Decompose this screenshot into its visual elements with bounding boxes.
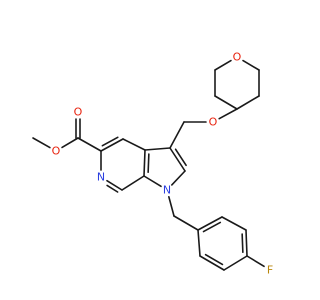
bond-O_ring-th3 <box>214 59 232 71</box>
bond-C4-C5 <box>100 138 124 152</box>
bond-CH2a-C3 <box>169 121 185 149</box>
bond-N_pyrrole-CH2b <box>168 195 175 217</box>
bond-C2-N_pyrrole <box>171 170 186 186</box>
atom-label-text: O <box>52 145 61 158</box>
bond-N_pyrrole-C7a <box>143 175 162 188</box>
bond-b6-b1 <box>197 216 223 231</box>
bond-b4-F <box>246 255 265 268</box>
atom-label-background <box>50 145 62 157</box>
bond-CH2b-b1 <box>173 215 199 231</box>
bond-N_pyridine-C7-second <box>106 184 119 193</box>
bond-C3-C2-second <box>174 148 187 167</box>
atom-label-background <box>231 51 243 63</box>
bond-b2-b3-second <box>204 253 224 266</box>
bond-C3a-C3 <box>144 147 171 151</box>
bond-b4-b5 <box>245 229 248 257</box>
molecule-drawing: O O O O N N F <box>32 50 276 277</box>
atom-label-text: O <box>209 116 218 129</box>
bond-C3-C2 <box>169 147 186 172</box>
bond-b6-b1-second <box>202 221 222 233</box>
atom-label-background <box>207 116 219 128</box>
structure-canvas: O O O O N N F <box>32 50 276 277</box>
bond-layer <box>32 59 265 271</box>
bond-C7a-C3a-second <box>147 153 150 174</box>
bond-b4-b5-second <box>241 233 244 254</box>
bond-b2-b3 <box>199 255 225 271</box>
atom-label-background <box>95 171 107 183</box>
atom-o-ether: O <box>207 116 219 129</box>
atom-n-pyrrole: N <box>161 184 173 197</box>
bond-C7-C7a <box>121 175 145 191</box>
atom-label-background <box>264 264 276 276</box>
bond-th2-th5 <box>236 95 260 110</box>
bond-Cco-O_ester <box>61 137 79 149</box>
bond-N_pyridine-C7 <box>106 179 123 191</box>
bond-C4-C5-second <box>101 136 119 147</box>
atom-o-ring: O <box>231 51 243 64</box>
bond-b5-b6 <box>221 216 247 231</box>
atom-label-text: O <box>233 51 242 64</box>
bond-C5-Cco <box>77 137 102 152</box>
bond-C7a-C3a <box>143 149 146 177</box>
atom-o-ester: O <box>50 145 62 158</box>
bond-b1-b2 <box>197 229 201 257</box>
atom-label-background <box>161 184 173 196</box>
bond-C3a-C4 <box>122 138 146 151</box>
atom-label-background <box>72 106 84 118</box>
atom-f: F <box>264 264 276 277</box>
atom-label-text: O <box>74 106 83 119</box>
bond-O_ester-Me <box>32 137 51 149</box>
bond-th4-th5 <box>214 95 238 110</box>
atom-label-text: N <box>163 184 171 197</box>
bond-th5-O_ether <box>218 108 238 120</box>
bond-b3-b4 <box>223 255 248 271</box>
atom-label-text: N <box>97 171 105 184</box>
atom-o-carbonyl: O <box>72 106 84 119</box>
atom-label-layer: O O O O N N F <box>50 51 276 277</box>
atom-n-pyridine: N <box>95 171 107 184</box>
atom-label-text: F <box>267 264 273 277</box>
bond-O_ring-th1 <box>242 59 260 71</box>
